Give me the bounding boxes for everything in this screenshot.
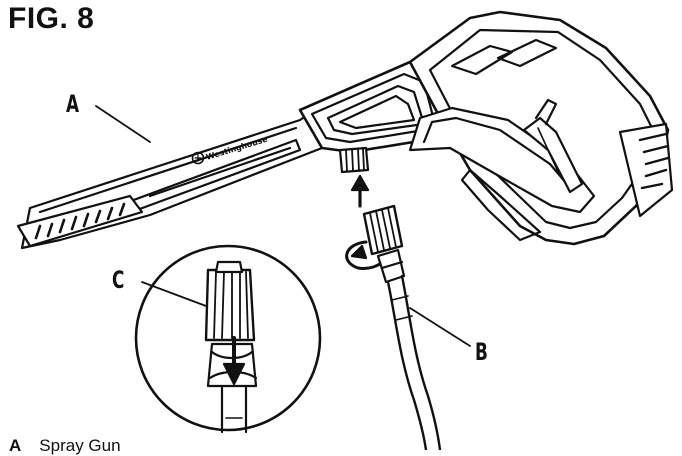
leader-line-a	[95, 105, 151, 143]
leader-line-c	[141, 281, 207, 307]
leader-line-b	[409, 307, 471, 347]
callout-c: C	[112, 266, 125, 294]
legend-text: Spray Gun	[39, 436, 121, 455]
detail-inset-circle	[134, 244, 322, 434]
gun-handle	[408, 10, 674, 246]
legend-item: A Spray Gun	[9, 436, 121, 456]
callout-b: B	[475, 338, 488, 366]
figure-title: FIG. 8	[8, 2, 95, 35]
gun-body	[298, 60, 452, 174]
high-pressure-hose	[345, 174, 442, 450]
callout-a: A	[66, 90, 80, 118]
legend-key: A	[9, 436, 22, 455]
spray-wand	[16, 106, 324, 250]
